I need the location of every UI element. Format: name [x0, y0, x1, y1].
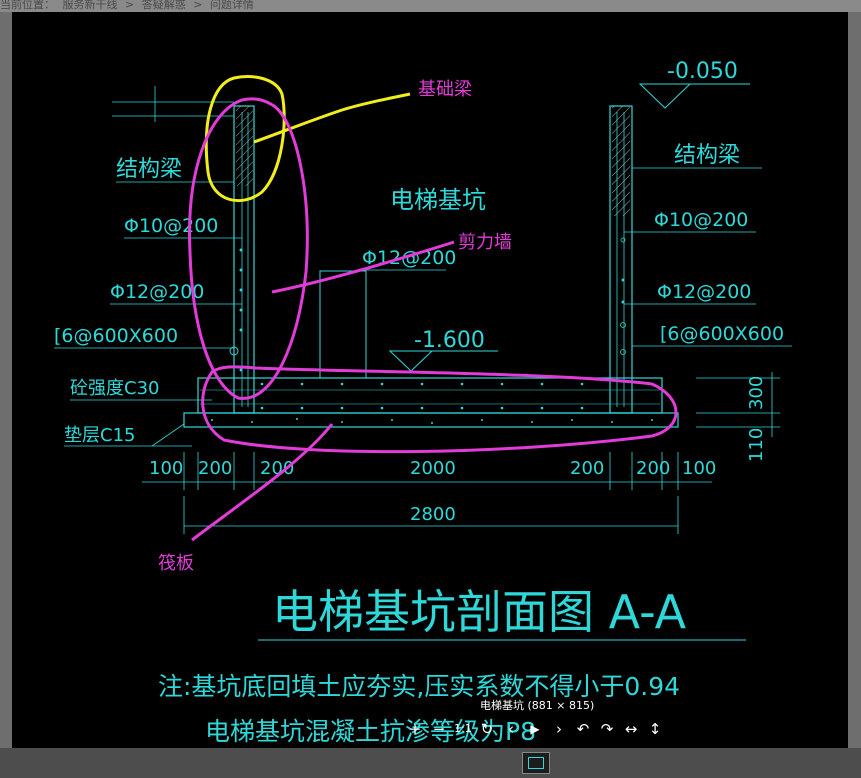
flip-vertical-button[interactable]: ↕ — [648, 720, 662, 738]
label-rebar-phi10-left: Φ10@200 — [124, 215, 218, 237]
annotation-shear-wall: 剪力墙 — [188, 97, 512, 400]
annotation-foundation-beam: 基础梁 — [204, 75, 472, 203]
zoom-in-button[interactable]: + — [408, 720, 422, 738]
elevation-bottom-label: -1.600 — [414, 328, 485, 353]
label-rebar-phi10-right: Φ10@200 — [654, 209, 748, 231]
elevation-top: -0.050 — [638, 59, 750, 109]
breadcrumb-link-qa[interactable]: 答疑解惑 — [141, 0, 186, 11]
dim-100-left: 100 — [149, 458, 183, 479]
label-rebar-phi12-right: Φ12@200 — [657, 281, 751, 303]
flip-horizontal-button[interactable]: ↔ — [624, 720, 638, 738]
thumbnail[interactable] — [522, 752, 550, 774]
dim-2000: 2000 — [410, 458, 456, 479]
breadcrumb-separator: > — [125, 0, 135, 11]
label-concrete: 砼强度C30 — [70, 378, 159, 399]
viewer-toolbar: + − 1:1 ↻ ‹ ▶ › ↶ ↷ ↔ ↕ — [405, 716, 665, 742]
dim-height-300: 300 — [746, 376, 767, 410]
viewer-bottom-bar — [0, 748, 861, 778]
play-button[interactable]: ▶ — [530, 722, 540, 736]
cad-drawing: -0.050 -1.600 结构梁 Φ10@200 Φ12@200 [6@600… — [54, 59, 792, 746]
breadcrumb-label: 当前位置： — [0, 0, 55, 11]
note-line-1: 注:基坑底回填土应夯实,压实系数不得小于0.94 — [158, 672, 680, 701]
image-caption: 电梯基坑 (881 × 815) — [480, 699, 595, 712]
label-struct-beam-right: 结构梁 — [674, 143, 740, 168]
actual-size-button[interactable]: 1:1 — [454, 722, 472, 735]
drawing-title: 电梯基坑剖面图 A-A — [272, 585, 687, 639]
dim-100-right: 100 — [682, 458, 716, 479]
dimensions: 100 200 200 2000 200 200 100 2800 300 11… — [142, 372, 780, 534]
note-line-2: 电梯基坑混凝土抗渗等级为P8 — [205, 717, 536, 746]
right-wall — [609, 105, 633, 414]
breadcrumb: 当前位置： 服务新干线 > 答疑解惑 > 问题详情 — [0, 0, 861, 12]
label-rebar-phi12-left: Φ12@200 — [110, 281, 204, 303]
right-labels: 结构梁 Φ10@200 Φ12@200 [6@600X600 — [624, 143, 792, 347]
dim-height-110: 110 — [746, 428, 767, 462]
dim-200-b: 200 — [260, 458, 294, 479]
dim-total: 2800 — [410, 504, 456, 525]
annotation-raft: 筏板 — [158, 365, 678, 574]
reset-button[interactable]: ↻ — [480, 720, 494, 738]
breadcrumb-separator: > — [193, 0, 203, 11]
dim-200-d: 200 — [636, 458, 670, 479]
label-struct-beam-left: 结构梁 — [116, 157, 182, 182]
prev-button[interactable]: ‹ — [508, 720, 514, 738]
raft-slab — [183, 270, 679, 428]
annotation-foundation-beam-label: 基础梁 — [418, 79, 472, 100]
elevation-bottom: -1.600 — [388, 328, 498, 372]
zoom-out-button[interactable]: − — [432, 720, 446, 738]
elevation-top-label: -0.050 — [667, 59, 738, 84]
rotate-left-button[interactable]: ↶ — [576, 720, 590, 738]
label-cushion: 垫层C15 — [64, 425, 135, 446]
thumbnail-image-icon — [528, 757, 544, 769]
annotation-raft-label: 筏板 — [158, 553, 194, 574]
dim-200-a: 200 — [198, 458, 232, 479]
label-tie-right: [6@600X600 — [660, 323, 784, 345]
label-tie-left: [6@600X600 — [54, 325, 178, 347]
next-button[interactable]: › — [556, 720, 562, 738]
image-viewer: -0.050 -1.600 结构梁 Φ10@200 Φ12@200 [6@600… — [12, 12, 848, 748]
dim-200-c: 200 — [570, 458, 604, 479]
left-labels: 结构梁 Φ10@200 Φ12@200 [6@600X600 砼强度C30 垫层… — [54, 86, 242, 447]
breadcrumb-link-service[interactable]: 服务新干线 — [62, 0, 118, 11]
breadcrumb-current: 问题详情 — [209, 0, 254, 11]
rotate-right-button[interactable]: ↷ — [600, 720, 614, 738]
annotation-shear-wall-label: 剪力墙 — [458, 232, 512, 253]
label-pit: 电梯基坑 — [390, 186, 486, 214]
